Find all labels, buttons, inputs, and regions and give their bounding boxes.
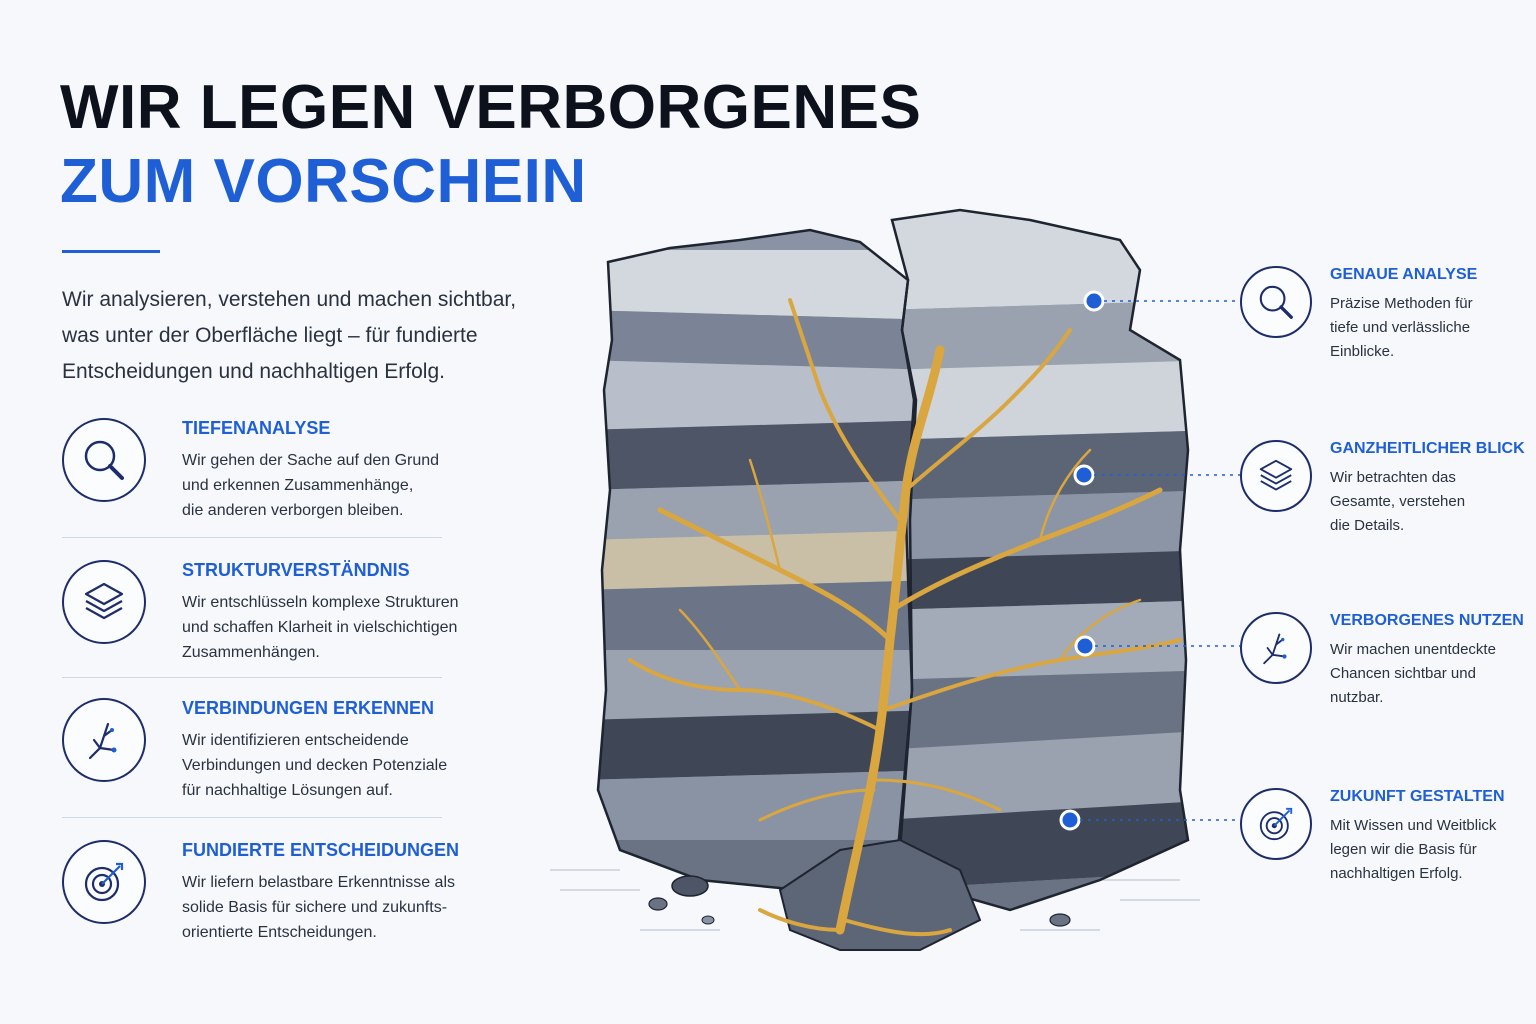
feature-desc-line: Wir liefern belastbare Erkenntnisse als xyxy=(182,874,456,891)
feature-title: TIEFENANALYSE xyxy=(182,418,331,438)
feature-icon-circle xyxy=(62,698,146,782)
target-icon xyxy=(84,862,124,902)
callout-desc-line: Mit Wissen und Weitblick xyxy=(1330,817,1497,834)
branches-icon xyxy=(1263,633,1287,665)
layered-rock-illustration xyxy=(550,208,1200,951)
page-title-line-1: WIR LEGEN VERBORGENES xyxy=(60,73,922,142)
callout-description: Mit Wissen und Weitblick legen wir die B… xyxy=(1330,814,1530,886)
callout-icon-circle xyxy=(1240,612,1312,684)
feature-desc-line: Zusammenhängen. xyxy=(182,644,320,661)
callout-desc-line: tiefe und verlässliche xyxy=(1330,319,1471,336)
callout-desc-line: Chancen sichtbar und xyxy=(1330,665,1476,682)
feature-divider xyxy=(62,677,442,678)
feature-title: FUNDIERTE ENTSCHEIDUNGEN xyxy=(182,840,460,860)
feature-divider xyxy=(62,817,442,818)
callout-description: Wir betrachten das Gesamte, verstehen di… xyxy=(1330,466,1530,538)
callout-title: ZUKUNFT GESTALTEN xyxy=(1330,788,1505,805)
callout-description: Wir machen unentdeckte Chancen sichtbar … xyxy=(1330,638,1530,710)
callout-icon-circle xyxy=(1240,788,1312,860)
callout-desc-line: nachhaltigen Erfolg. xyxy=(1330,865,1463,882)
feature-strukturverstaendnis: STRUKTURVERSTÄNDNIS Wir entschlüsseln ko… xyxy=(62,560,552,680)
callout-desc-line: legen wir die Basis für xyxy=(1330,841,1477,858)
feature-desc-line: die anderen verborgen bleiben. xyxy=(182,502,404,519)
feature-title: STRUKTURVERSTÄNDNIS xyxy=(182,560,410,580)
layers-icon xyxy=(84,582,124,620)
callout-title: VERBORGENES NUTZEN xyxy=(1330,612,1524,629)
feature-fundierte-entscheidungen: FUNDIERTE ENTSCHEIDUNGEN Wir liefern bel… xyxy=(62,840,552,960)
feature-desc-line: für nachhaltige Lösungen auf. xyxy=(182,782,393,799)
callout-description: Präzise Methoden für tiefe und verlässli… xyxy=(1330,292,1530,364)
page-title-line-2: ZUM VORSCHEIN xyxy=(60,147,587,216)
feature-desc-line: Wir gehen der Sache auf den Grund xyxy=(182,452,440,469)
callout-desc-line: Einblicke. xyxy=(1330,343,1395,360)
callout-desc-line: die Details. xyxy=(1330,517,1405,534)
feature-description: Wir liefern belastbare Erkenntnisse als … xyxy=(182,870,512,945)
intro-line: Wir analysieren, verstehen und machen si… xyxy=(62,288,517,311)
feature-desc-line: und erkennen Zusammenhänge, xyxy=(182,477,414,494)
callout-desc-line: Präzise Methoden für xyxy=(1330,295,1473,312)
feature-desc-line: Wir identifizieren entscheidende xyxy=(182,732,409,749)
callout-desc-line: Wir machen unentdeckte xyxy=(1330,641,1496,658)
feature-icon-circle xyxy=(62,418,146,502)
feature-tiefenanalyse: TIEFENANALYSE Wir gehen der Sache auf de… xyxy=(62,418,552,538)
title-underline xyxy=(62,250,160,253)
callout-desc-line: nutzbar. xyxy=(1330,689,1384,706)
feature-desc-line: und schaffen Klarheit in vielschichtigen xyxy=(182,619,458,636)
magnifier-icon xyxy=(84,440,124,480)
magnifier-icon xyxy=(1259,285,1293,319)
branches-icon xyxy=(88,722,117,760)
intro-line: Entscheidungen und nachhaltigen Erfolg. xyxy=(62,360,445,383)
feature-description: Wir entschlüsseln komplexe Strukturen un… xyxy=(182,590,512,665)
callout-title: GENAUE ANALYSE xyxy=(1330,266,1478,283)
callout-icon-circle xyxy=(1240,266,1312,338)
feature-verbindungen-erkennen: VERBINDUNGEN ERKENNEN Wir identifizieren… xyxy=(62,698,552,818)
feature-icon-circle xyxy=(62,560,146,644)
target-icon xyxy=(1259,807,1293,841)
feature-desc-line: Wir entschlüsseln komplexe Strukturen xyxy=(182,594,459,611)
feature-desc-line: Verbindungen und decken Potenziale xyxy=(182,757,448,774)
feature-title: VERBINDUNGEN ERKENNEN xyxy=(182,698,435,718)
feature-desc-line: solide Basis für sichere und zukunfts- xyxy=(182,899,448,916)
callout-title: GANZHEITLICHER BLICK xyxy=(1330,440,1525,457)
feature-description: Wir gehen der Sache auf den Grund und er… xyxy=(182,448,512,523)
intro-line: was unter der Oberfläche liegt – für fun… xyxy=(62,324,478,347)
layers-icon xyxy=(1259,459,1293,491)
intro-paragraph: Wir analysieren, verstehen und machen si… xyxy=(62,282,582,390)
callout-desc-line: Wir betrachten das xyxy=(1330,469,1456,486)
feature-divider xyxy=(62,537,442,538)
feature-desc-line: orientierte Entscheidungen. xyxy=(182,924,377,941)
callout-icon-circle xyxy=(1240,440,1312,512)
feature-description: Wir identifizieren entscheidende Verbind… xyxy=(182,728,512,803)
callout-connectors xyxy=(1080,300,1240,821)
feature-icon-circle xyxy=(62,840,146,924)
callout-desc-line: Gesamte, verstehen xyxy=(1330,493,1466,510)
